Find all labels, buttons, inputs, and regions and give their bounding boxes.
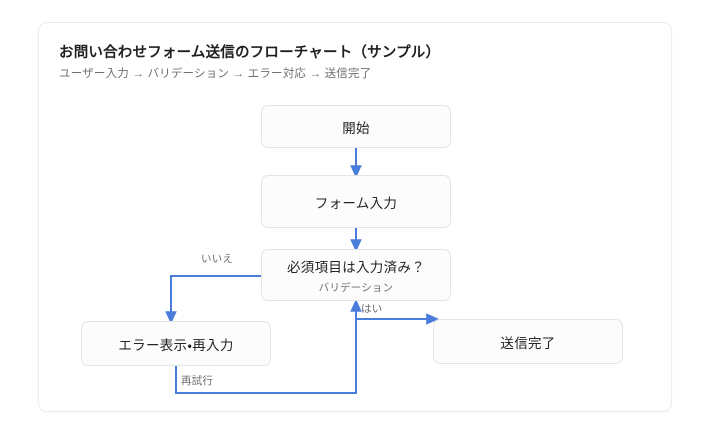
node-error-retry-label: エラー表示・再入力: [118, 337, 234, 353]
flowchart-canvas: 開始 フォーム入力 必須項目は入力済み？ バリデーション エラー表示・再入力 送…: [39, 23, 673, 413]
edge-label-retry: 再試行: [181, 375, 214, 387]
node-validation-decision-sublabel: バリデーション: [318, 281, 394, 294]
node-form-input-label: フォーム入力: [314, 195, 398, 211]
node-validation-decision[interactable]: 必須項目は入力済み？ バリデーション: [261, 249, 451, 301]
page-subtitle: ユーザー入力 → バリデーション → エラー対応 → 送信完了: [59, 68, 372, 80]
page-title: お問い合わせフォーム送信のフローチャート（サンプル）: [59, 45, 441, 61]
edge-label-no: いいえ: [201, 253, 234, 265]
node-error-retry[interactable]: エラー表示・再入力: [81, 321, 271, 366]
edge-label-yes: はい: [361, 303, 383, 315]
node-send-complete-label: 送信完了: [500, 335, 556, 351]
node-validation-decision-label: 必須項目は入力済み？: [287, 259, 425, 275]
node-start[interactable]: 開始: [261, 105, 451, 148]
flowchart-card: お問い合わせフォーム送信のフローチャート（サンプル） ユーザー入力 → バリデー…: [38, 22, 672, 412]
node-form-input[interactable]: フォーム入力: [261, 175, 451, 228]
node-start-label: 開始: [342, 120, 370, 136]
node-send-complete[interactable]: 送信完了: [433, 319, 623, 364]
edge-decision-to-error: [165, 275, 261, 324]
